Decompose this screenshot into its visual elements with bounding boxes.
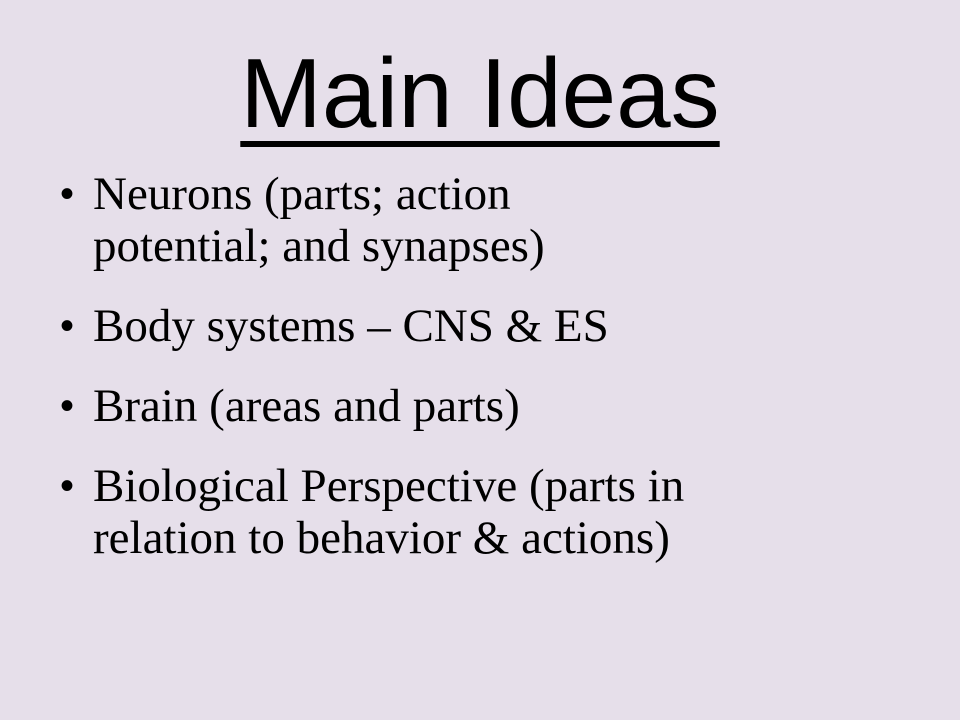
bullet-text-line: Neurons (parts; action [93,168,511,220]
bullet-icon: • [60,304,75,348]
bullet-list: • Neurons (parts; action potential; and … [60,168,900,592]
bullet-text-line: Body systems – CNS & ES [93,300,609,352]
bullet-text-line: Brain (areas and parts) [93,380,520,432]
bullet-item-brain: • Brain (areas and parts) [60,380,900,432]
bullet-item-biological-perspective: • Biological Perspective (parts in relat… [60,460,900,564]
bullet-icon: • [60,384,75,428]
bullet-item-body-systems: • Body systems – CNS & ES [60,300,900,352]
bullet-icon: • [60,464,75,508]
slide-title: Main Ideas [0,38,960,148]
bullet-text-line: relation to behavior & actions) [93,512,670,564]
bullet-icon: • [60,172,75,216]
bullet-text-line: Biological Perspective (parts in [93,460,685,512]
bullet-item-neurons: • Neurons (parts; action potential; and … [60,168,900,272]
bullet-text-line: potential; and synapses) [93,220,545,272]
slide-title-text: Main Ideas [240,38,720,148]
